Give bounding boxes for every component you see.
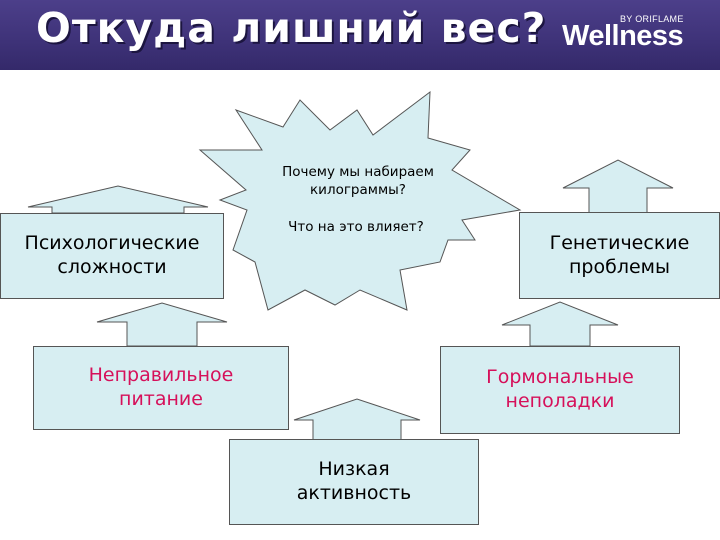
up-arrow-diet: [96, 302, 228, 347]
box-diet-line1: Неправильное: [88, 364, 234, 387]
box-psychological-line1: Психологические: [24, 232, 200, 255]
wellness-logo: BY ORIFLAME Wellness: [562, 14, 702, 58]
star-question-line1: Почему мы набираем: [282, 164, 434, 180]
up-arrow-activity: [293, 398, 421, 441]
box-genetic-line2: проблемы: [569, 255, 670, 278]
box-activity: Низкая активность: [229, 439, 479, 525]
box-psychological: Психологические сложности: [0, 213, 224, 299]
box-diet: Неправильное питание: [33, 346, 289, 430]
starburst-shape: [198, 90, 522, 311]
star-question-line2: килограммы?: [310, 182, 406, 199]
up-arrow-psych: [27, 185, 209, 214]
slide-title: Откуда лишний вес?: [36, 4, 547, 52]
star-subquestion: Что на это влияет?: [288, 219, 424, 235]
box-hormonal: Гормональные неполадки: [440, 346, 680, 434]
box-activity-line2: активность: [296, 482, 412, 504]
up-arrow-genetic: [562, 159, 674, 214]
box-genetic: Генетические проблемы: [519, 212, 720, 299]
logo-brand: Wellness: [562, 20, 684, 52]
box-genetic-line1: Генетические: [549, 231, 690, 254]
box-diet-line2: питание: [119, 388, 203, 410]
box-psychological-line2: сложности: [57, 256, 167, 278]
star-question: Почему мы набираем килограммы?: [248, 163, 468, 199]
logo-byline: BY ORIFLAME: [620, 14, 684, 24]
box-activity-line1: Низкая: [318, 458, 390, 481]
box-hormonal-line1: Гормональные: [486, 366, 634, 389]
title-bar: Откуда лишний вес? BY ORIFLAME Wellness: [0, 0, 720, 70]
box-hormonal-line2: неполадки: [505, 390, 615, 412]
up-arrow-hormone: [501, 301, 619, 347]
